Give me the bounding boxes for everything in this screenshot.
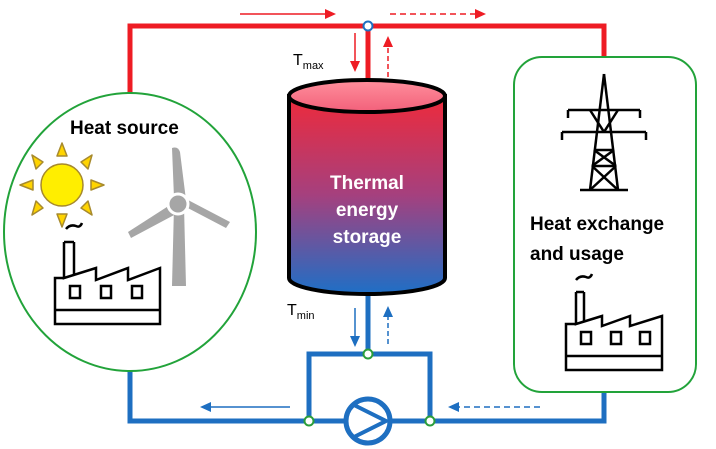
- t-max-base: T: [293, 52, 303, 69]
- cold-junction-node-left: [303, 415, 315, 427]
- power-tower-icon: [560, 73, 648, 192]
- usage-panel: [513, 56, 697, 393]
- flow-arrow-cold-out: [350, 308, 360, 347]
- storage-label-line1: Thermal: [330, 173, 404, 194]
- hot-junction-node: [362, 20, 374, 32]
- sun-icon: [19, 142, 105, 228]
- t-min-label: Tmin: [287, 302, 315, 322]
- t-min-base: T: [287, 302, 297, 319]
- flow-arrow-charge-top: [240, 9, 336, 19]
- flow-arrow-discharge-top: [390, 9, 486, 19]
- cold-junction-node-right: [424, 415, 436, 427]
- flow-arrow-charge-bottom: [200, 402, 290, 412]
- flow-arrow-discharge-bottom: [448, 402, 540, 412]
- flow-arrow-cold-in: [383, 306, 393, 344]
- storage-label: Thermal energy storage: [290, 170, 444, 251]
- cold-junction-node-top: [362, 348, 374, 360]
- usage-title-line1: Heat exchange: [530, 214, 665, 235]
- usage-title: Heat exchange and usage: [530, 210, 664, 270]
- t-min-sub: min: [296, 310, 315, 323]
- storage-label-line2: energy: [335, 200, 399, 221]
- flow-arrow-out-of-tank: [383, 36, 393, 77]
- t-max-sub: max: [302, 60, 324, 73]
- flow-arrow-into-tank: [350, 33, 360, 72]
- pump-icon: [343, 396, 393, 446]
- heat-source-title: Heat source: [70, 118, 179, 139]
- wind-turbine-icon: [128, 147, 230, 286]
- thermal-storage-tank: [287, 78, 447, 296]
- factory-icon-usage: [564, 273, 664, 372]
- t-max-label: Tmax: [293, 52, 324, 72]
- factory-icon: [53, 222, 162, 326]
- storage-label-line3: storage: [332, 227, 402, 248]
- usage-title-line2: and usage: [530, 244, 624, 265]
